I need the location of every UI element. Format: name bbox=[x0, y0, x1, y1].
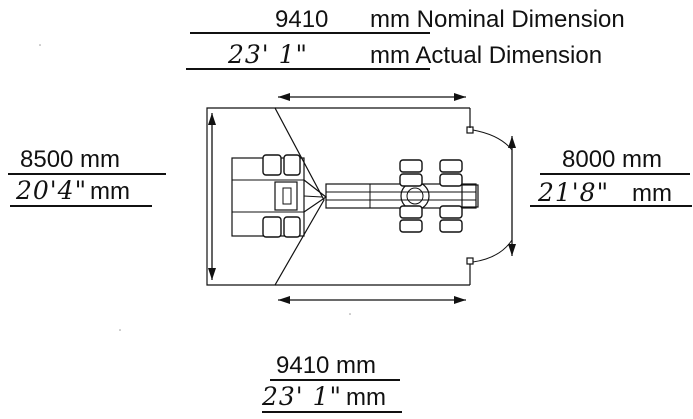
left-clearance-envelope bbox=[206, 107, 325, 286]
speck bbox=[349, 313, 351, 315]
right-actual-underline bbox=[530, 205, 692, 207]
left-arrow-bottom bbox=[208, 268, 216, 280]
rear-wheel-6 bbox=[439, 173, 463, 187]
front-wheel-bottom bbox=[262, 216, 282, 238]
turntable-inner bbox=[406, 187, 424, 205]
boom-nose-center bbox=[303, 195, 323, 198]
bottom-arrow-right bbox=[454, 296, 466, 304]
bottom-right-marker bbox=[466, 257, 474, 265]
top-actual-label: mm Actual Dimension bbox=[370, 42, 603, 69]
top-nominal-underline bbox=[190, 32, 430, 34]
front-wheel-bottom-2 bbox=[283, 216, 301, 238]
rear-wheel-4 bbox=[399, 219, 423, 233]
cab-seat bbox=[282, 187, 292, 205]
bottom-nominal: 9410 mm bbox=[276, 352, 377, 379]
rear-wheel-5 bbox=[439, 159, 463, 173]
speck bbox=[39, 44, 41, 46]
top-nominal-value: 9410 bbox=[275, 6, 329, 33]
left-arrow-top bbox=[208, 113, 216, 125]
right-swing-arc bbox=[472, 129, 513, 263]
bottom-actual-unit: mm bbox=[346, 384, 386, 411]
scan-specks bbox=[39, 44, 351, 331]
right-arrow-top bbox=[508, 136, 516, 148]
cab bbox=[274, 181, 298, 211]
front-wheel-top bbox=[262, 154, 282, 176]
rear-wheel-8 bbox=[439, 219, 463, 233]
right-actual-value: 21'8" bbox=[538, 178, 610, 207]
left-actual-underline bbox=[10, 205, 152, 207]
front-wheel-top-2 bbox=[283, 154, 301, 176]
left-nominal-underline bbox=[8, 173, 166, 175]
top-arrow-left bbox=[278, 93, 290, 101]
top-arrow-right bbox=[454, 93, 466, 101]
bottom-arrow-left bbox=[278, 296, 290, 304]
bottom-actual-underline bbox=[262, 411, 402, 413]
dimension-lines bbox=[208, 93, 516, 304]
top-actual-value: 23' 1" bbox=[228, 40, 309, 69]
right-nominal: 8000 mm bbox=[562, 146, 663, 173]
rear-wheel-1 bbox=[399, 159, 423, 173]
right-actual-unit: mm bbox=[632, 180, 672, 207]
right-nominal-underline bbox=[540, 173, 690, 175]
crane-body bbox=[231, 154, 479, 238]
speck bbox=[119, 329, 121, 331]
rear-wheel-3 bbox=[399, 205, 423, 219]
bottom-nominal-underline bbox=[270, 379, 400, 381]
left-nominal: 8500 mm bbox=[20, 146, 121, 173]
bottom-actual-value: 23' 1" bbox=[262, 382, 343, 411]
rear-wheel-7 bbox=[439, 205, 463, 219]
outline bbox=[206, 107, 513, 286]
top-actual-underline bbox=[186, 68, 430, 70]
top-nominal-label: mm Nominal Dimension bbox=[370, 6, 625, 33]
rear-wheel-2 bbox=[399, 173, 423, 187]
right-arrow-bottom bbox=[508, 244, 516, 256]
left-actual-value: 20'4" bbox=[16, 176, 88, 205]
left-actual-unit: mm bbox=[90, 178, 130, 205]
counterweight bbox=[461, 184, 479, 208]
